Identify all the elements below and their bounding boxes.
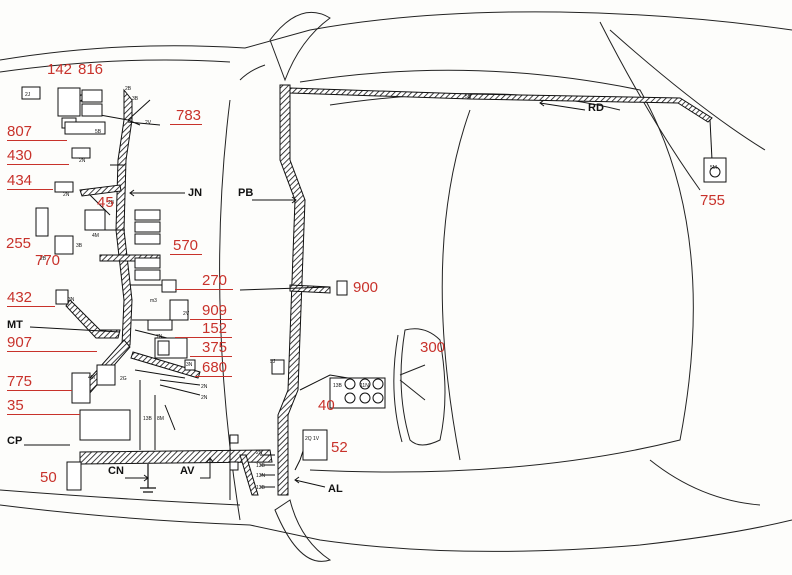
leader-434 xyxy=(7,189,53,190)
callout-755: 755 xyxy=(700,192,726,209)
harness-label-cp: CP xyxy=(7,435,23,447)
svg-text:5M: 5M xyxy=(710,165,717,171)
callout-45: 45 xyxy=(97,194,114,211)
callout-270: 270 xyxy=(202,272,228,289)
callout-432: 432 xyxy=(7,289,33,306)
svg-text:2N: 2N xyxy=(256,450,263,456)
svg-text:2N: 2N xyxy=(201,395,208,401)
svg-text:2Q: 2Q xyxy=(305,436,312,442)
svg-text:1V: 1V xyxy=(313,436,320,442)
svg-text:m3: m3 xyxy=(150,298,157,304)
svg-text:13B: 13B xyxy=(333,383,343,389)
svg-text:4M: 4M xyxy=(92,233,99,239)
svg-text:2G: 2G xyxy=(120,376,127,382)
callout-807: 807 xyxy=(7,123,33,140)
harness-label-jn: JN xyxy=(188,187,203,199)
callout-142: 142 xyxy=(47,61,73,78)
leader-570 xyxy=(170,254,202,255)
callout-52: 52 xyxy=(331,439,348,456)
svg-text:3N: 3N xyxy=(186,362,193,368)
svg-text:7N: 7N xyxy=(156,334,163,340)
svg-text:13B: 13B xyxy=(256,463,266,469)
components xyxy=(21,86,727,491)
leader-783 xyxy=(170,124,202,125)
svg-text:2B: 2B xyxy=(125,86,132,92)
thin-wires xyxy=(89,99,713,500)
svg-text:3B: 3B xyxy=(76,243,83,249)
svg-text:5J: 5J xyxy=(270,359,276,365)
harness-label-av: AV xyxy=(180,465,195,477)
harness-label-mt: MT xyxy=(7,319,23,331)
leader-680 xyxy=(195,376,232,377)
callout-816: 816 xyxy=(78,61,104,78)
callout-783: 783 xyxy=(176,107,202,124)
callout-35: 35 xyxy=(7,397,24,414)
callout-907: 907 xyxy=(7,334,33,351)
svg-text:2B: 2B xyxy=(40,256,47,262)
harness-label-pb: PB xyxy=(238,187,254,199)
callout-430: 430 xyxy=(7,147,33,164)
svg-text:2V: 2V xyxy=(183,311,190,317)
harness-label-al: AL xyxy=(328,483,343,495)
callout-680: 680 xyxy=(202,359,228,376)
svg-text:5B: 5B xyxy=(465,94,472,100)
svg-text:2V: 2V xyxy=(145,120,152,126)
leader-907 xyxy=(7,351,97,352)
callout-770: 770 xyxy=(35,252,61,269)
leader-909 xyxy=(190,319,232,320)
leader-775 xyxy=(7,390,72,391)
callout-152: 152 xyxy=(202,320,228,337)
svg-text:4M: 4M xyxy=(88,375,95,381)
svg-text:2B: 2B xyxy=(108,200,115,206)
leader-430 xyxy=(7,164,69,165)
connector-tags: 2J 2B 3B 2V 5B 2N 2N 2B 4M 3B 2B 3N m3 2… xyxy=(25,86,717,491)
callout-375: 375 xyxy=(202,339,228,356)
callout-434: 434 xyxy=(7,172,33,189)
leader-270 xyxy=(175,289,233,290)
svg-text:8M: 8M xyxy=(157,416,164,422)
svg-text:13B: 13B xyxy=(143,416,153,422)
callout-570: 570 xyxy=(173,237,199,254)
callout-900: 900 xyxy=(353,279,379,296)
svg-text:11N: 11N xyxy=(360,383,369,389)
leader-432 xyxy=(7,306,55,307)
callout-775: 775 xyxy=(7,373,33,390)
leader-807 xyxy=(7,140,67,141)
leader-152 xyxy=(175,337,232,338)
harness-label-rd: RD xyxy=(588,102,604,114)
leader-35 xyxy=(7,414,80,415)
label-arrows xyxy=(24,99,586,488)
callout-300: 300 xyxy=(420,339,446,356)
svg-text:5B: 5B xyxy=(95,129,102,135)
callout-255: 255 xyxy=(6,235,32,252)
callout-50: 50 xyxy=(40,469,57,486)
svg-text:2N: 2N xyxy=(201,384,208,390)
harness-label-cn: CN xyxy=(108,465,124,477)
ground-symbols xyxy=(140,464,156,493)
svg-text:3B: 3B xyxy=(132,96,139,102)
svg-text:13N: 13N xyxy=(256,473,266,479)
svg-text:3N: 3N xyxy=(68,297,75,303)
svg-text:13B: 13B xyxy=(256,485,266,491)
svg-text:2N: 2N xyxy=(79,158,86,164)
callout-40: 40 xyxy=(318,397,335,414)
svg-text:2N: 2N xyxy=(63,192,70,198)
callout-909: 909 xyxy=(202,302,228,319)
harness-bundles xyxy=(61,84,713,496)
svg-text:2J: 2J xyxy=(25,92,31,98)
leader-375 xyxy=(190,356,232,357)
